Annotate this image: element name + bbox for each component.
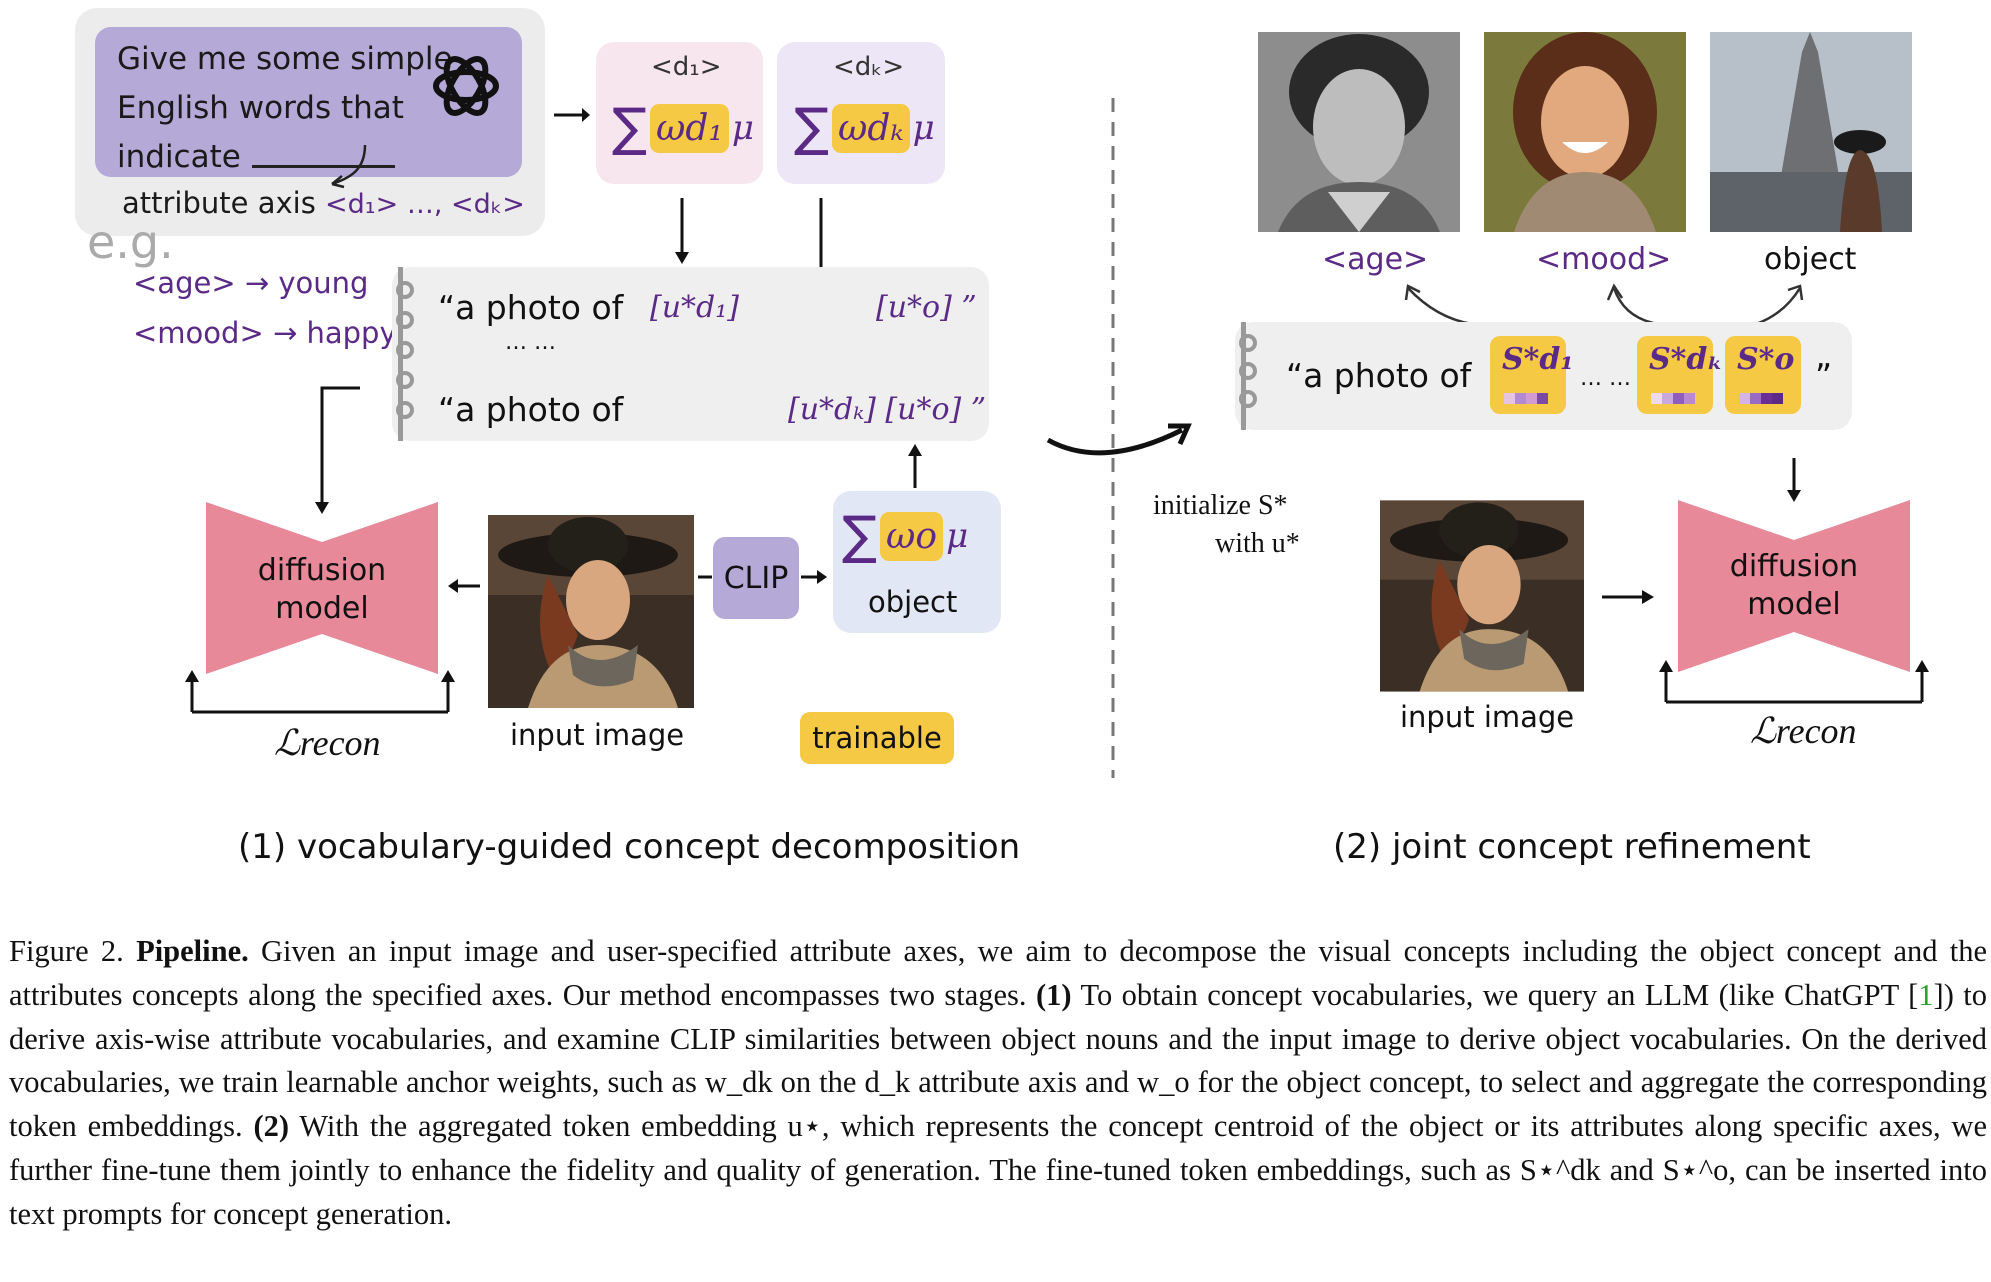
example-axis: <mood> bbox=[133, 316, 264, 350]
refine-loss-bracket bbox=[1659, 660, 1929, 704]
d1-tag: <d₁> bbox=[651, 52, 722, 82]
sum-icon: ∑ bbox=[842, 506, 878, 566]
arrow-right-icon bbox=[801, 570, 827, 584]
prompt-blank-line bbox=[252, 165, 395, 168]
eg-label: e.g. bbox=[87, 215, 174, 269]
dk-sum-expression: ∑ ωdₖ μ bbox=[794, 98, 935, 158]
w-o-weight: ωo bbox=[880, 511, 944, 561]
d1-sum-expression: ∑ ωd₁ μ bbox=[612, 98, 754, 158]
caption-stage-1: (1) bbox=[1035, 977, 1072, 1012]
diffusion-model-label: diffusion model bbox=[257, 553, 387, 626]
example-word: young bbox=[278, 266, 369, 300]
object-image-label: object bbox=[1764, 242, 1857, 277]
arrow-down-icon bbox=[315, 386, 360, 514]
example-axis: <age> bbox=[133, 266, 236, 300]
caption-part-b: To obtain concept vocabularies, we query… bbox=[1080, 977, 1919, 1012]
refine-diffusion-model-shape bbox=[1678, 500, 1910, 672]
sum-icon: ∑ bbox=[794, 98, 830, 158]
refine-prompt-prefix: “a photo of bbox=[1286, 356, 1472, 395]
token-S-dk: S*dₖ bbox=[1637, 336, 1723, 414]
notepad-binding bbox=[1239, 322, 1257, 430]
loss-bracket bbox=[185, 670, 455, 714]
figure-caption: Figure 2. Pipeline. Given an input image… bbox=[9, 930, 1987, 1237]
diffusion-model-shape bbox=[206, 502, 438, 674]
init-line-2: with u* bbox=[1215, 528, 1300, 559]
token-u-o: [u*o] ” bbox=[876, 290, 977, 325]
refine-ellipsis: … … bbox=[1580, 366, 1631, 391]
notepad-binding bbox=[396, 267, 414, 441]
init-line-1: initialize S* bbox=[1153, 490, 1288, 521]
curved-arrow-icon bbox=[1046, 423, 1192, 456]
loss-recon-label: ℒrecon bbox=[274, 723, 381, 763]
arrow-down-icon bbox=[1787, 458, 1801, 502]
token-S-o: S*o bbox=[1725, 336, 1801, 414]
example-mood: <mood> → happy bbox=[133, 316, 397, 350]
input-image-label: input image bbox=[510, 718, 685, 752]
attribute-axis-line: attribute axis <d₁> …, <dₖ> bbox=[122, 186, 525, 220]
embedding-cells bbox=[1504, 393, 1548, 404]
arrow-right-icon bbox=[554, 108, 590, 122]
stage1-caption: (1) vocabulary-guided concept decomposit… bbox=[238, 827, 1021, 867]
caption-part-a: Given an input image and user-specified … bbox=[9, 934, 1988, 1012]
token-S-d1: S*d₁ bbox=[1490, 336, 1573, 414]
mu-symbol: μ bbox=[946, 516, 969, 556]
stage2-caption: (2) joint concept refinement bbox=[1333, 827, 1811, 867]
token-u-dk-u-o: [u*dₖ] [u*o] ” bbox=[788, 392, 987, 427]
refine-prompt-suffix: ” bbox=[1815, 356, 1833, 395]
token-u-d1: [u*d₁] bbox=[650, 290, 739, 325]
example-age: <age> → young bbox=[133, 266, 368, 300]
refine-input-image-label: input image bbox=[1400, 700, 1575, 734]
dash-icon bbox=[698, 575, 712, 579]
arrow-up-icon bbox=[908, 444, 922, 488]
sum-icon: ∑ bbox=[612, 98, 648, 158]
input-image-photo bbox=[488, 515, 694, 708]
S-dk-text: S*dₖ bbox=[1649, 342, 1724, 377]
refine-input-image-photo bbox=[1380, 500, 1584, 692]
notepad-line-1: “a photo of bbox=[438, 288, 624, 327]
example-word: happy bbox=[306, 316, 397, 350]
caption-stage-2: (2) bbox=[253, 1109, 290, 1144]
notepad-ellipsis: … … bbox=[505, 330, 556, 355]
trainable-legend: trainable bbox=[800, 712, 954, 764]
llm-prompt-text: Give me some simple English words that i… bbox=[117, 41, 453, 175]
object-example-photo bbox=[1710, 32, 1912, 232]
clip-module: CLIP bbox=[713, 537, 799, 619]
refine-diffusion-model-label: diffusion model bbox=[1729, 549, 1859, 622]
refine-loss-recon-label: ℒrecon bbox=[1750, 711, 1857, 751]
caption-prefix: Figure 2. bbox=[9, 934, 124, 968]
object-sum-expression: ∑ ωo μ bbox=[842, 506, 968, 566]
blank-arrow-icon bbox=[331, 144, 367, 189]
object-label: object bbox=[868, 585, 958, 619]
axis-tokens: <d₁> …, <dₖ> bbox=[325, 189, 525, 220]
example-arrow: → bbox=[272, 316, 298, 350]
stage-divider bbox=[1111, 98, 1115, 778]
prompt-notepad bbox=[392, 267, 989, 441]
caption-part-d: With the aggregated token embedding u⋆, … bbox=[9, 1109, 1987, 1231]
arrow-left-icon bbox=[448, 579, 480, 593]
age-example-photo bbox=[1258, 32, 1460, 232]
arrow-right-icon bbox=[1602, 590, 1654, 604]
arrow-down-icon bbox=[675, 198, 689, 264]
mu-symbol: μ bbox=[912, 108, 935, 148]
embedding-cells bbox=[1651, 393, 1695, 404]
chatgpt-icon bbox=[433, 56, 499, 116]
w-d1-weight: ωd₁ bbox=[650, 103, 729, 153]
notepad-line-2: “a photo of bbox=[438, 390, 624, 429]
mu-symbol: μ bbox=[731, 108, 754, 148]
mood-example-photo bbox=[1484, 32, 1686, 232]
caption-title: Pipeline. bbox=[136, 934, 249, 968]
example-arrow: → bbox=[244, 266, 270, 300]
S-o-text: S*o bbox=[1737, 342, 1795, 377]
dk-tag: <dₖ> bbox=[833, 52, 905, 82]
age-image-label: <age> bbox=[1322, 242, 1429, 277]
mood-image-label: <mood> bbox=[1536, 242, 1672, 277]
S-d1-text: S*d₁ bbox=[1502, 342, 1574, 377]
w-dk-weight: ωdₖ bbox=[832, 103, 910, 153]
axis-prefix: attribute axis bbox=[122, 186, 316, 220]
caption-part-c: ]) to derive axis-wise attribute vocabul… bbox=[9, 977, 1988, 1144]
llm-prompt-bubble bbox=[95, 27, 522, 177]
embedding-cells bbox=[1739, 393, 1783, 404]
caption-citation[interactable]: 1 bbox=[1918, 977, 1934, 1012]
